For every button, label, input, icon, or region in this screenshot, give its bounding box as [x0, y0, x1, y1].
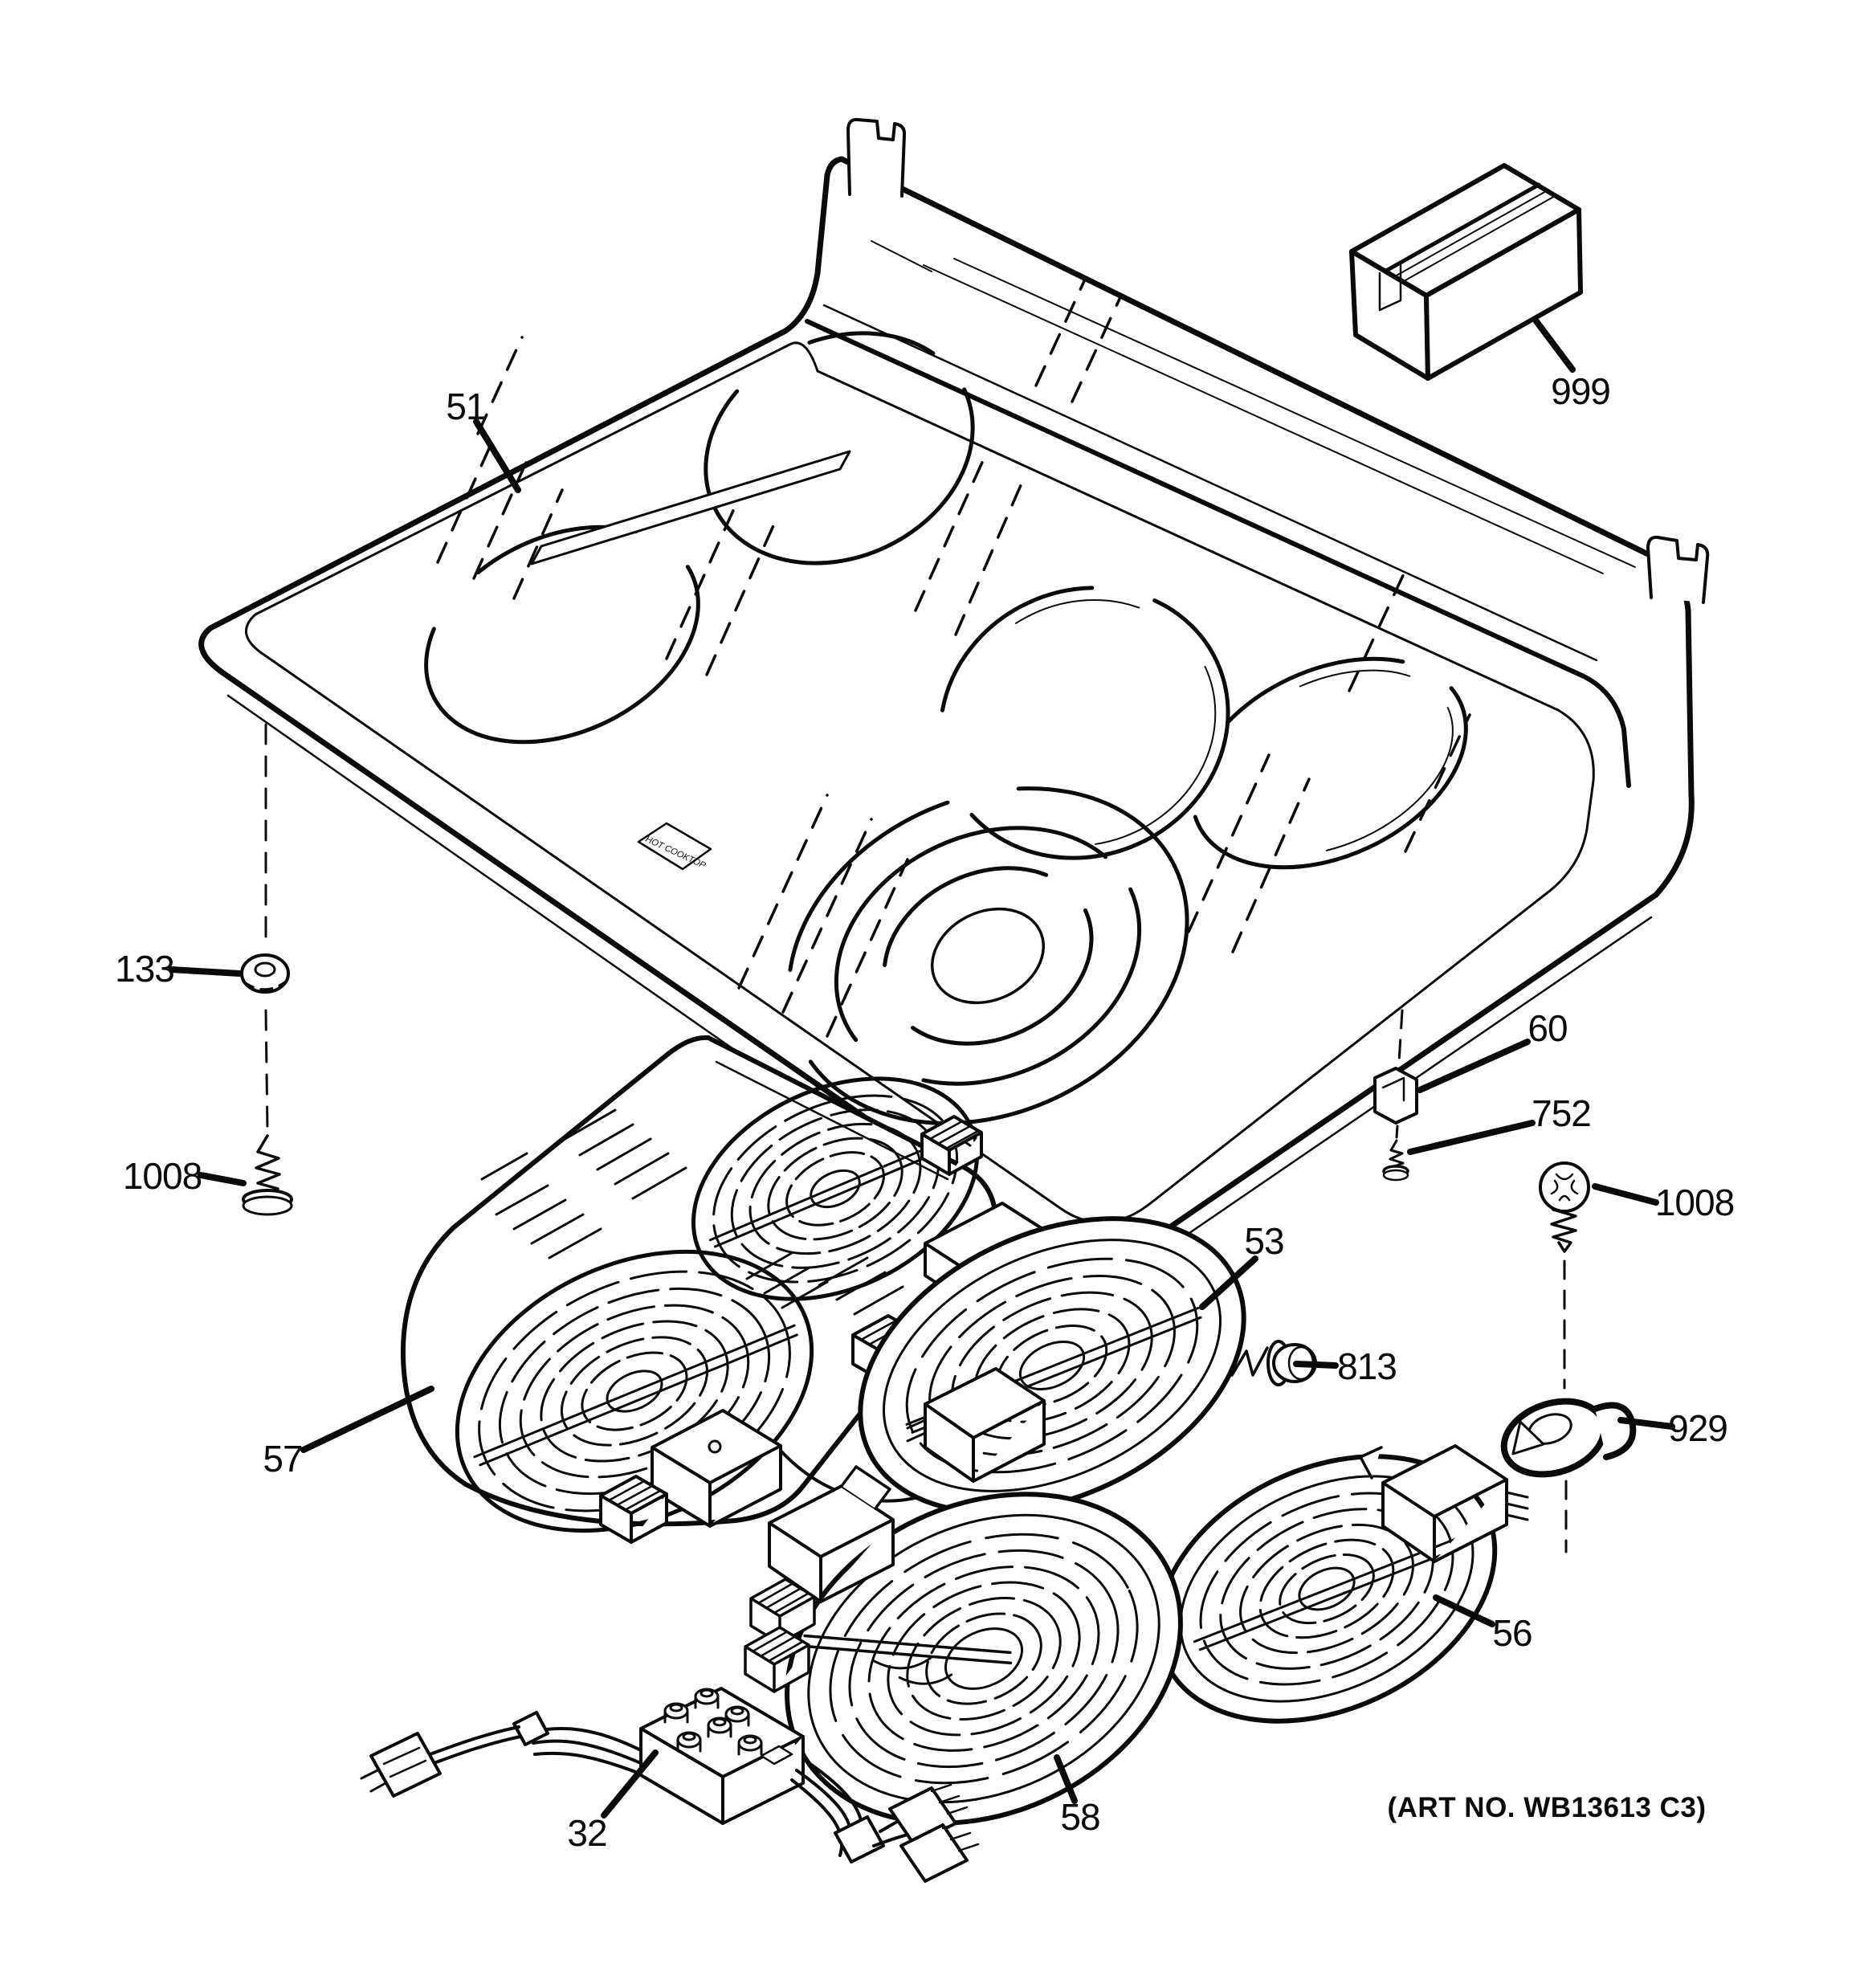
burner-circles: [424, 331, 1468, 1125]
hot-cooktop-decal: HOT COOKTOP: [637, 822, 712, 871]
callout-57: 57: [263, 1438, 302, 1480]
rear-right-bracket: [1646, 535, 1710, 604]
wiring-harness-32: [360, 1687, 980, 1883]
clip-60: [1373, 1067, 1418, 1125]
glass-cooktop: HOT COOKTOP: [198, 117, 1710, 1277]
shipping-carton-999: [1349, 163, 1583, 381]
element-53: [858, 1216, 1246, 1515]
fastener-column-right: [1373, 1009, 1637, 1553]
element-56: [1156, 1444, 1529, 1724]
glass-reflections: [436, 280, 1471, 1038]
art-number: (ART NO. WB13613 C3): [1387, 1792, 1706, 1823]
callout-133: 133: [115, 948, 174, 990]
callout-58: 58: [1060, 1796, 1099, 1838]
clip-929: [1500, 1398, 1637, 1478]
callout-752: 752: [1532, 1092, 1591, 1134]
callout-999: 999: [1551, 370, 1610, 412]
callout-51: 51: [446, 386, 485, 427]
callout-53: 53: [1244, 1220, 1283, 1262]
callout-813: 813: [1337, 1345, 1397, 1387]
backsplash: [805, 240, 1636, 788]
rear-left-tab: [846, 117, 907, 198]
screw-1008-left: [242, 1134, 293, 1216]
terminal-posts: [663, 1688, 763, 1756]
callout-929: 929: [1668, 1407, 1727, 1449]
callout-60: 60: [1528, 1007, 1567, 1049]
screw-752: [1382, 1139, 1409, 1182]
callout-32: 32: [567, 1812, 606, 1854]
washer-133: [240, 953, 290, 994]
fastener-column-left: [240, 723, 293, 1216]
callout-1008-right: 1008: [1655, 1182, 1734, 1223]
callout-56: 56: [1492, 1612, 1532, 1654]
screw-1008-right: [1539, 1161, 1590, 1253]
element-58: [744, 1465, 1183, 1826]
tray-ribs: [480, 1108, 904, 1316]
leader-lines: [168, 318, 1675, 1819]
callout-1008-left: 1008: [123, 1155, 202, 1197]
